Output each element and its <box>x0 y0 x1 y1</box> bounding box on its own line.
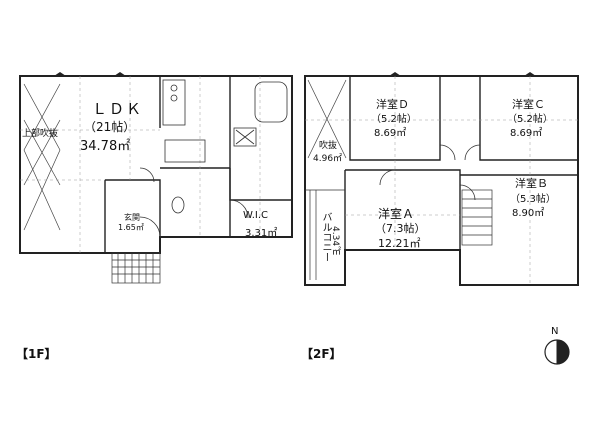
wic-area: 3.31㎡ <box>245 228 278 239</box>
ldk-name: ＬＤＫ <box>92 100 144 118</box>
room-a-tatami: （7.3帖） <box>375 222 426 235</box>
kitchen-counter <box>162 79 186 126</box>
void-name-2f: 吹抜 <box>319 141 338 151</box>
toilet <box>171 196 185 214</box>
void-area-2f: 4.96㎡ <box>313 154 343 164</box>
room-c-tatami: （5.2帖） <box>507 114 553 125</box>
floor-tag-2f: 【2F】 <box>301 347 342 361</box>
room-a-name: 洋室Ａ <box>378 207 415 221</box>
stair <box>461 189 493 246</box>
room-c-name: 洋室Ｃ <box>512 98 545 111</box>
compass-label: N <box>551 326 559 337</box>
bathtub <box>254 81 288 123</box>
floor-tag-1f: 【1F】 <box>16 347 57 361</box>
compass-icon <box>544 339 570 365</box>
room-d-tatami: （5.2帖） <box>371 114 417 125</box>
balcony-area: 4.34㎡ <box>330 226 340 256</box>
room-b-tatami: （5.3帖） <box>510 194 556 205</box>
room-a-area: 12.21㎡ <box>378 237 421 250</box>
room-d-area: 8.69㎡ <box>374 128 407 139</box>
entrance-area: 1.65㎡ <box>118 223 144 232</box>
entrance-steps <box>111 252 161 284</box>
room-d-name: 洋室Ｄ <box>376 98 409 111</box>
2f-wall-c <box>479 76 578 161</box>
room-c-area: 8.69㎡ <box>510 128 543 139</box>
ldk-tatami: （21帖） <box>84 120 136 134</box>
2f-wall-hall <box>345 169 461 250</box>
ldk-area: 34.78㎡ <box>80 139 131 154</box>
void-label-1f: 上部吹抜 <box>22 129 59 139</box>
1f-wall-entrance <box>105 179 161 237</box>
entrance-name: 玄関 <box>124 213 140 222</box>
balcony-name: バルコニー <box>320 212 331 262</box>
room-b-area: 8.90㎡ <box>512 208 545 219</box>
washbasin <box>233 127 257 147</box>
1f-wall-bath <box>229 76 292 201</box>
wic-name: W.I.C <box>243 210 269 221</box>
room-b-name: 洋室Ｂ <box>515 177 548 190</box>
